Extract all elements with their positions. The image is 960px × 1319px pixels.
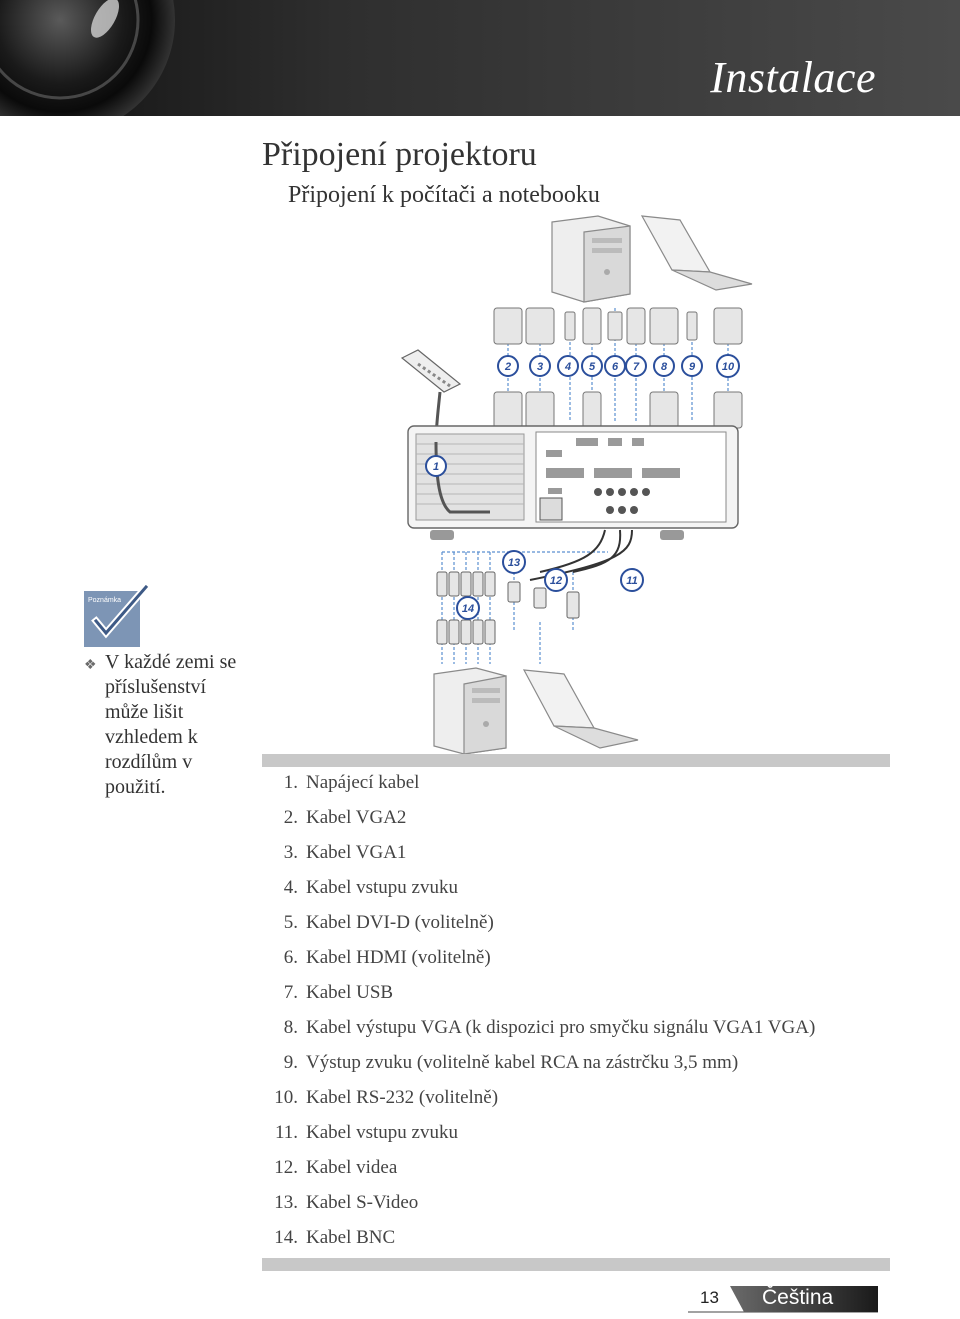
note-badge-label: Poznámka [88, 597, 121, 604]
svg-text:11: 11 [626, 575, 637, 587]
parts-list: 1.Napájecí kabel 2.Kabel VGA2 3.Kabel VG… [262, 772, 902, 1262]
svg-text:7: 7 [633, 361, 640, 373]
desktop-computer-bottom [433, 667, 507, 755]
footer-tab [688, 1286, 878, 1313]
svg-text:14: 14 [462, 603, 474, 615]
callout-3: 3 [529, 355, 551, 377]
list-item: 12.Kabel videa [274, 1157, 398, 1178]
list-item: 10.Kabel RS-232 (volitelně) [274, 1087, 499, 1108]
svg-text:3: 3 [537, 361, 543, 373]
svg-text:2: 2 [504, 361, 511, 373]
callout-11: 11 [620, 568, 644, 592]
callout-10: 10 [716, 354, 740, 378]
list-item: 2.Kabel VGA2 [283, 807, 407, 828]
callout-4: 4 [557, 355, 579, 377]
callout-9: 9 [681, 355, 703, 377]
page-number: 13 [700, 1288, 719, 1307]
callout-1: 1 [425, 455, 447, 477]
connection-diagram-svg: 1 2 3 4 5 6 7 8 9 10 11 12 13 14 [400, 215, 753, 755]
note-text: ❖ V každé zemi se příslušenství může liš… [84, 650, 254, 800]
list-item: 11.Kabel vstupu zvuku [274, 1122, 458, 1143]
connection-diagram: 1 2 3 4 5 6 7 8 9 10 11 12 13 14 [380, 212, 780, 757]
svg-text:6: 6 [612, 361, 619, 373]
note-icon: Poznámka [84, 582, 151, 647]
callout-14: 14 [456, 596, 480, 620]
svg-text:8: 8 [661, 361, 668, 373]
list-item: 13.Kabel S-Video [274, 1192, 419, 1213]
list-item: 5.Kabel DVI-D (volitelně) [283, 912, 494, 933]
laptop-top [640, 215, 753, 291]
svg-text:9: 9 [689, 361, 696, 373]
note-body: V každé zemi se příslušenství může lišit… [105, 651, 237, 798]
list-item: 8.Kabel výstupu VGA (k dispozici pro smy… [283, 1017, 816, 1038]
list-item: 9.Výstup zvuku (volitelně kabel RCA na z… [283, 1052, 739, 1073]
svg-text:5: 5 [589, 361, 596, 373]
callout-badges: 1 2 3 4 5 6 7 8 9 10 11 12 13 14 [425, 354, 740, 620]
list-item: 14.Kabel BNC [274, 1227, 396, 1248]
projector [407, 425, 739, 540]
lens-graphic [0, 0, 175, 116]
callout-13: 13 [502, 550, 526, 574]
svg-text:4: 4 [564, 361, 571, 373]
list-item: 6.Kabel HDMI (volitelně) [283, 947, 491, 968]
laptop-bottom [522, 669, 639, 749]
callout-7: 7 [625, 355, 647, 377]
top-connectors [493, 307, 743, 429]
header-band: Instalace [0, 0, 960, 116]
callout-8: 8 [653, 355, 675, 377]
page-footer: 13 Čeština [688, 1286, 878, 1313]
section-title: Instalace [710, 53, 876, 102]
list-item: 4.Kabel vstupu zvuku [283, 877, 458, 898]
callout-12: 12 [544, 568, 568, 592]
divider-bottom [262, 1258, 890, 1271]
desktop-computer-top [551, 215, 631, 303]
callout-6: 6 [604, 355, 626, 377]
divider-top [262, 754, 890, 767]
list-item: 7.Kabel USB [283, 982, 394, 1003]
svg-text:12: 12 [550, 575, 562, 587]
svg-text:1: 1 [433, 461, 439, 473]
svg-text:13: 13 [508, 557, 520, 569]
list-item: 1.Napájecí kabel [283, 772, 420, 793]
list-item: 3.Kabel VGA1 [283, 842, 407, 863]
page-title: Připojení projektoru [262, 136, 537, 173]
svg-text:10: 10 [722, 361, 735, 373]
page-subtitle: Připojení k počítači a notebooku [288, 182, 600, 208]
diamond-bullet-icon: ❖ [84, 658, 97, 673]
checkmark-icon: Poznámka [84, 582, 151, 647]
power-strip [400, 349, 462, 443]
language-label: Čeština [762, 1286, 834, 1309]
callout-5: 5 [581, 355, 603, 377]
header-background [0, 0, 960, 116]
bottom-connectors [436, 571, 580, 645]
callout-2: 2 [497, 355, 519, 377]
